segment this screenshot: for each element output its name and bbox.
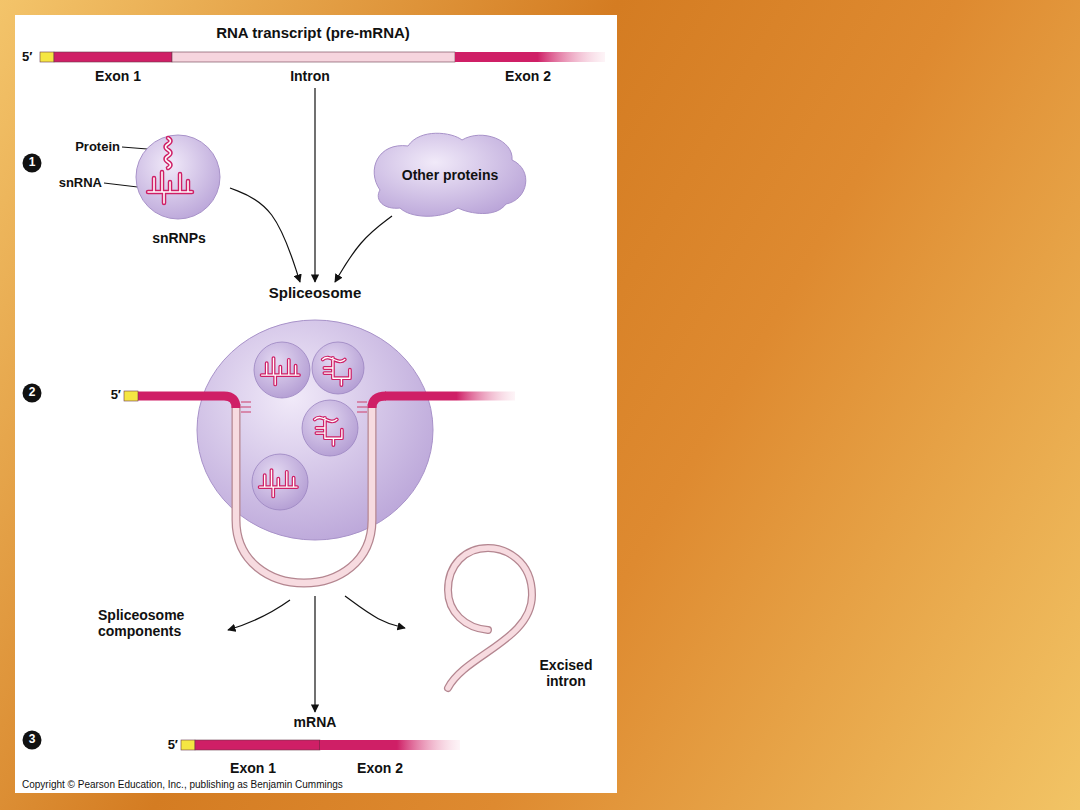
intron-loop-outline <box>448 548 532 688</box>
protein-blob-shape <box>374 133 526 216</box>
arrow-connector <box>230 188 300 282</box>
exon-2-strand <box>372 396 386 408</box>
cap-5prime <box>181 740 195 750</box>
intron-loop-outline <box>236 404 372 583</box>
base-pair-mark <box>241 411 251 412</box>
part-label: Intron <box>290 68 330 84</box>
snrnp-circle: snRNPs <box>128 128 230 248</box>
snrna-strand <box>315 418 342 445</box>
node-label: snRNPs <box>152 230 206 246</box>
copyright-note: Copyright © Pearson Education, Inc., pub… <box>22 779 343 791</box>
snrna-strand-outline <box>323 358 350 385</box>
node-label: RNA transcript (pre-mRNA) <box>216 24 410 41</box>
callout-disc <box>23 384 42 403</box>
exon-segment <box>320 740 460 750</box>
snrnp-subunit <box>302 400 358 456</box>
base-pair-mark <box>357 411 367 412</box>
base-pair-mark <box>241 406 251 407</box>
snrna-strand-core <box>323 358 350 385</box>
end-label: 5′ <box>168 738 178 753</box>
base-pair-mark <box>241 401 251 402</box>
arrow-connector <box>345 596 405 628</box>
part-label: Spliceosome components <box>98 607 218 639</box>
snrna-strand <box>262 358 299 384</box>
intron-segment <box>172 52 455 62</box>
part-label: Protein <box>75 140 120 155</box>
intron-loop <box>448 548 532 688</box>
spliceosome-circle: Spliceosome <box>190 282 440 596</box>
exon-segment <box>54 52 172 62</box>
excised-intron-loop: Excised intron <box>405 545 607 705</box>
intron-loop <box>236 404 372 583</box>
snrna-strand-core <box>315 418 342 445</box>
protein-strand-core <box>166 138 171 168</box>
snrna-strand <box>260 470 297 496</box>
node-shape <box>190 282 440 596</box>
snrna-strand <box>323 358 350 385</box>
end-label: 5′ <box>111 388 121 403</box>
node-label: Spliceosome <box>269 284 362 301</box>
end-label: 5′ <box>22 50 32 65</box>
part-label: Exon 2 <box>505 68 551 84</box>
callout-disc <box>23 731 42 750</box>
protein-blob: Other proteins <box>366 134 534 216</box>
node-label: Excised intron <box>533 657 599 689</box>
snrna-strand-outline <box>148 172 192 203</box>
base-pair-mark <box>357 401 367 402</box>
part-label: snRNA <box>59 176 102 191</box>
part-label: Exon 1 <box>230 760 276 776</box>
base-pair-mark <box>357 406 367 407</box>
mrna-band: mRNA <box>160 712 470 764</box>
snrnp-subunit <box>254 342 310 398</box>
part-label: Exon 2 <box>357 760 403 776</box>
cap-5prime <box>40 52 54 62</box>
node-label: mRNA <box>294 714 337 730</box>
protein-strand <box>166 138 171 168</box>
arrow <box>228 600 290 630</box>
snrna-strand-core <box>148 172 192 203</box>
snrnp-body <box>136 135 220 219</box>
snrna-strand-outline <box>315 418 342 445</box>
snrnp-subunit <box>252 454 308 510</box>
exon-segment <box>195 740 320 750</box>
arrow-connector <box>314 88 315 282</box>
callout-number: 1 <box>29 156 36 170</box>
arrow-connector <box>335 216 392 282</box>
snrna-strand-core <box>260 470 297 496</box>
exon-segment <box>455 52 605 62</box>
exon-1-strand <box>136 396 236 408</box>
snrna-strand-outline <box>262 358 299 384</box>
callout-disc <box>23 154 42 173</box>
part-label: Exon 1 <box>95 68 141 84</box>
arrow-connector <box>314 596 315 712</box>
cap-5prime <box>124 391 138 401</box>
snrna-strand-core <box>262 358 299 384</box>
protein-strand-outline <box>166 138 171 168</box>
node-label: Other proteins <box>402 167 498 183</box>
snrna-strand-outline <box>260 470 297 496</box>
callout-number: 2 <box>29 386 36 400</box>
callout-number: 3 <box>29 733 36 747</box>
exon-2-strand <box>385 392 515 401</box>
snrna-strand <box>148 172 192 203</box>
snrnp-subunit <box>312 342 364 394</box>
